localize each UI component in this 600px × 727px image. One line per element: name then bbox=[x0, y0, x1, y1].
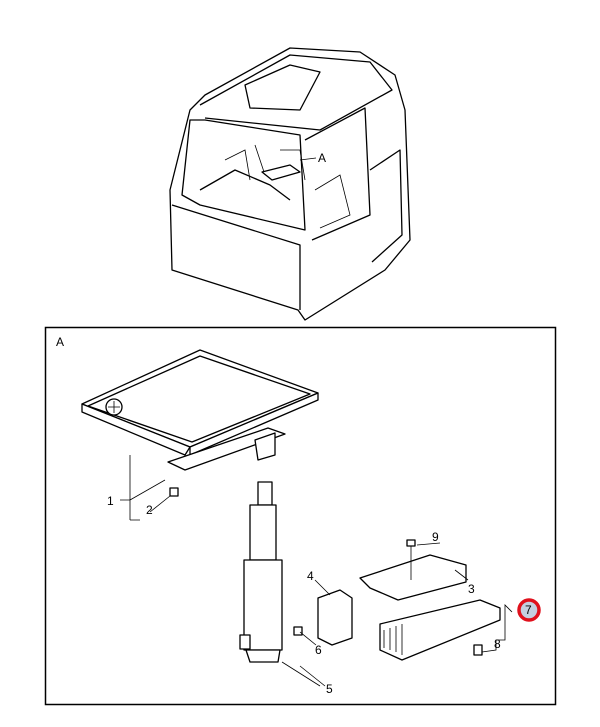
callout-7: 7 bbox=[525, 603, 532, 617]
callout-2: 2 bbox=[146, 503, 153, 517]
callout-7-highlighted[interactable]: 7 bbox=[517, 598, 541, 622]
callout-9: 9 bbox=[432, 530, 439, 544]
detail-frame bbox=[44, 326, 557, 706]
cab-illustration bbox=[169, 47, 411, 321]
callout-8: 8 bbox=[494, 637, 501, 651]
callout-6: 6 bbox=[315, 643, 322, 657]
mounting-plate bbox=[167, 427, 286, 471]
cab-callout-label: A bbox=[318, 151, 326, 165]
bracket-8 bbox=[379, 599, 501, 661]
callout-4: 4 bbox=[307, 569, 314, 583]
support-column bbox=[239, 481, 283, 663]
detail-label: A bbox=[56, 335, 64, 349]
part-4-block bbox=[317, 589, 353, 646]
screw bbox=[169, 487, 179, 497]
highlight-ring bbox=[517, 598, 541, 622]
callout-1: 1 bbox=[107, 494, 114, 508]
leader-lines bbox=[120, 455, 513, 687]
bracket-3 bbox=[359, 554, 467, 601]
tray-table bbox=[81, 349, 319, 456]
callout-5: 5 bbox=[326, 682, 333, 696]
callout-3: 3 bbox=[468, 582, 475, 596]
